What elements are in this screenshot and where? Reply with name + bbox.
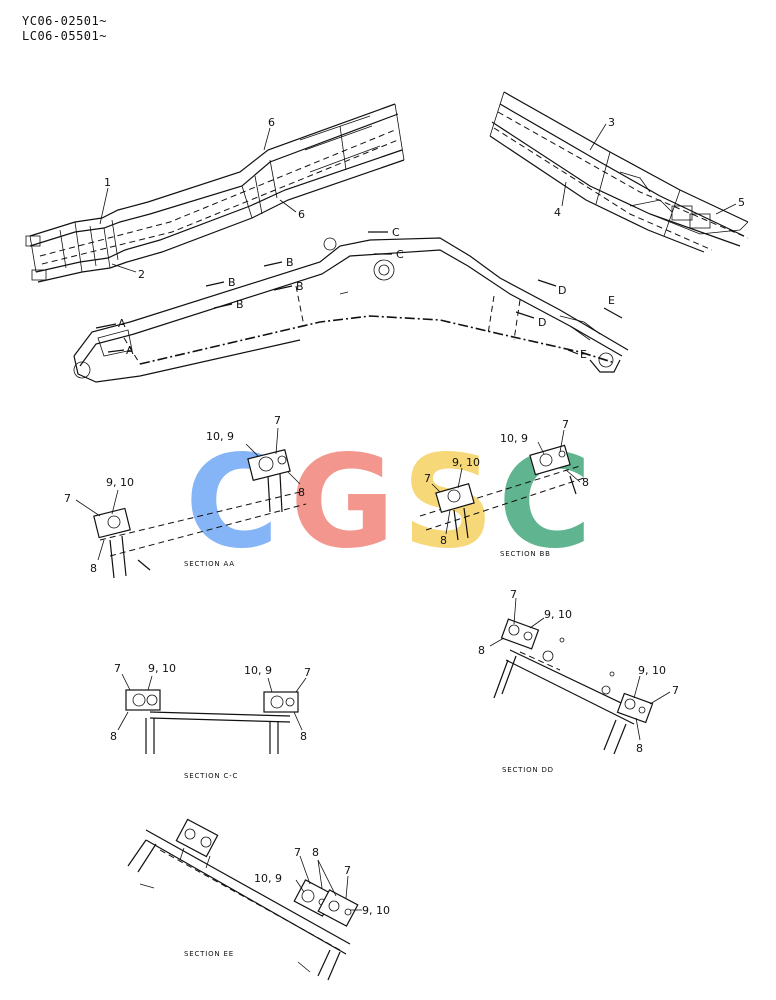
marker-b2: B — [286, 256, 294, 269]
callout-6a: 6 — [268, 116, 275, 129]
arm-detail-callouts: 3 4 5 — [554, 116, 745, 219]
marker-b4: B — [296, 280, 304, 293]
section-aa-label: SECTION AA — [184, 560, 235, 568]
callout-1: 1 — [104, 176, 111, 189]
callout-2: 2 — [138, 268, 145, 281]
boom-section-markers: A A B B B B C C D D E E — [95, 226, 623, 361]
bb-7-left: 7 — [424, 472, 431, 485]
marker-d1: D — [558, 284, 566, 297]
cgsc-watermark: C G S C — [185, 428, 592, 577]
section-dd: 7 9, 10 8 9, 10 7 8 SECTION DD — [478, 588, 679, 774]
cc-10-9: 10, 9 — [244, 664, 272, 677]
ee-10-9: 10, 9 — [254, 872, 282, 885]
aa-7-right: 7 — [274, 414, 281, 427]
cc-8-right: 8 — [300, 730, 307, 743]
boom-assembly — [73, 237, 629, 383]
aa-8-right: 8 — [298, 486, 305, 499]
dd-8-top: 8 — [478, 644, 485, 657]
bb-8-left: 8 — [440, 534, 447, 547]
aa-10-9-right: 10, 9 — [206, 430, 234, 443]
watermark-letter-g: G — [290, 428, 395, 577]
section-bb: 7 9, 10 8 10, 9 7 8 SECTION BB — [419, 418, 589, 558]
marker-c1: C — [392, 226, 400, 239]
marker-e2: E — [580, 348, 587, 361]
marker-b1: B — [228, 276, 236, 289]
marker-a2: A — [126, 344, 134, 357]
section-aa: 7 9, 10 8 10, 9 7 8 SECTION AA — [64, 414, 307, 579]
section-cc: 7 9, 10 8 10, 9 7 8 SECTION C-C — [110, 662, 311, 780]
arm-assembly — [25, 103, 405, 283]
section-ee: 7 8 7 10, 9 9, 10 SECTION EE — [127, 818, 390, 981]
marker-b3: B — [236, 298, 244, 311]
dd-9-10-bottom: 9, 10 — [638, 664, 666, 677]
dd-8-bottom: 8 — [636, 742, 643, 755]
marker-e1: E — [608, 294, 615, 307]
bb-7-right: 7 — [562, 418, 569, 431]
section-cc-label: SECTION C-C — [184, 772, 238, 780]
callout-6b: 6 — [298, 208, 305, 221]
marker-c2: C — [396, 248, 404, 261]
arm-callouts: 1 2 6 6 — [99, 116, 305, 281]
arm-detail — [489, 91, 749, 253]
ee-7-left: 7 — [294, 846, 301, 859]
dd-9-10-top: 9, 10 — [544, 608, 572, 621]
marker-d2: D — [538, 316, 546, 329]
model-code-2: LC06-05501~ — [22, 29, 107, 43]
bb-8-right: 8 — [582, 476, 589, 489]
dd-7-bottom: 7 — [672, 684, 679, 697]
callout-5: 5 — [738, 196, 745, 209]
ee-8: 8 — [312, 846, 319, 859]
aa-8-left: 8 — [90, 562, 97, 575]
section-ee-label: SECTION EE — [184, 950, 234, 958]
marker-a1: A — [118, 317, 126, 330]
callout-4: 4 — [554, 206, 561, 219]
aa-7-left: 7 — [64, 492, 71, 505]
model-code-1: YC06-02501~ — [22, 14, 107, 28]
bb-9-10: 9, 10 — [452, 456, 480, 469]
ee-9-10: 9, 10 — [362, 904, 390, 917]
section-dd-label: SECTION DD — [502, 766, 554, 774]
watermark-letter-c1: C — [185, 428, 279, 577]
dd-7-top: 7 — [510, 588, 517, 601]
cc-7-left: 7 — [114, 662, 121, 675]
cc-7-right: 7 — [304, 666, 311, 679]
cc-9-10: 9, 10 — [148, 662, 176, 675]
callout-3: 3 — [608, 116, 615, 129]
ee-7-right: 7 — [344, 864, 351, 877]
section-bb-label: SECTION BB — [500, 550, 551, 558]
aa-9-10-left: 9, 10 — [106, 476, 134, 489]
bb-10-9: 10, 9 — [500, 432, 528, 445]
cc-8-left: 8 — [110, 730, 117, 743]
